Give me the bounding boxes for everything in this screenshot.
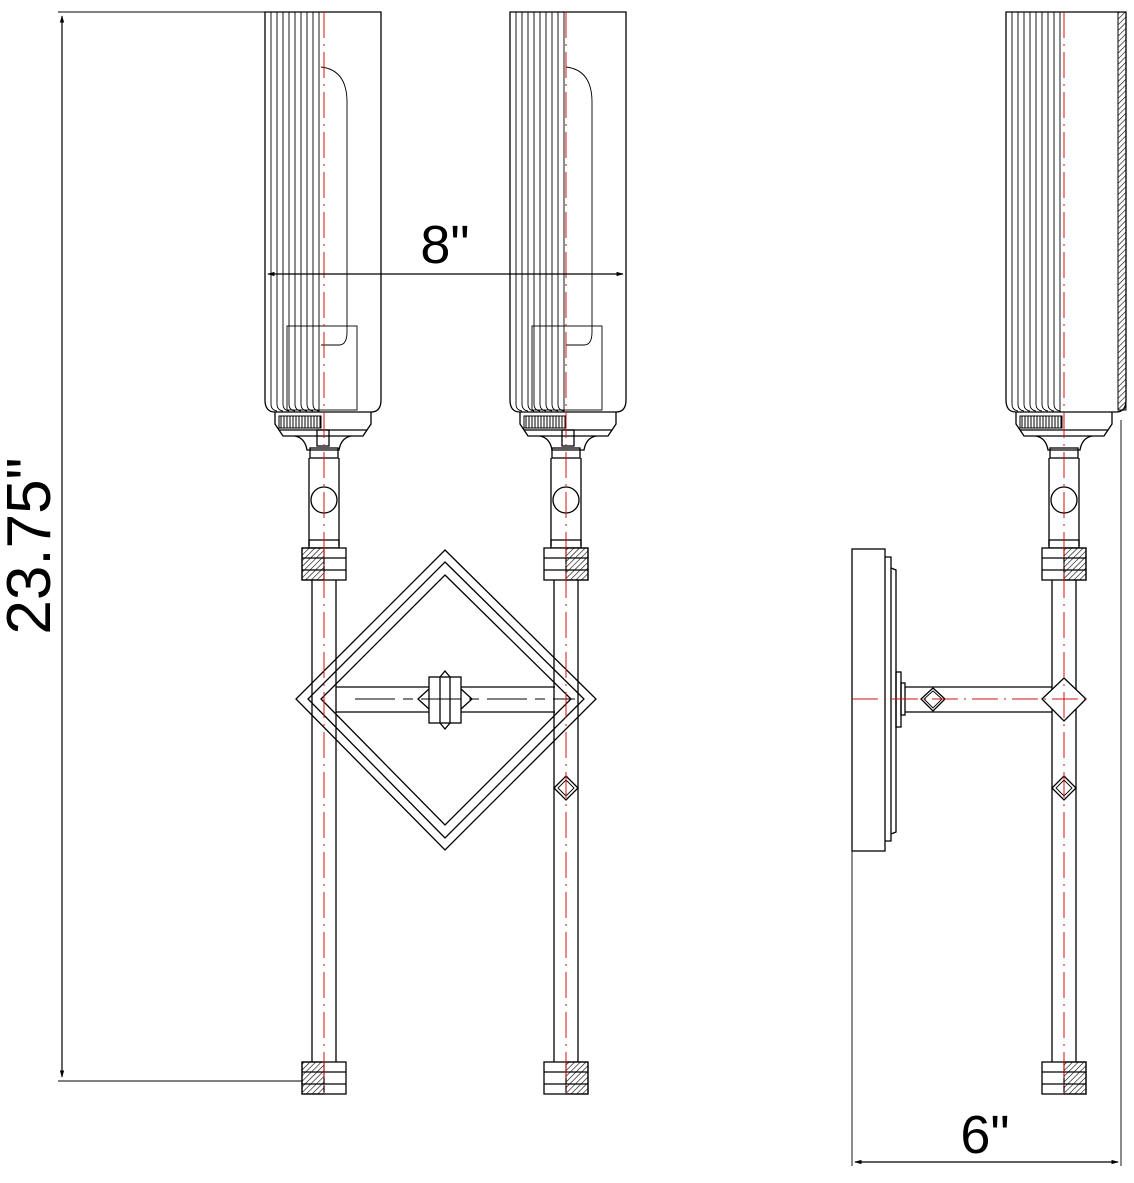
- diamond-backplate: [295, 549, 597, 851]
- crossbar: [336, 669, 575, 731]
- wall-backplate: [851, 548, 906, 852]
- side-shade: [1005, 11, 1127, 451]
- right-shade: [509, 11, 627, 451]
- height-dimension-label: 23.75": [0, 457, 64, 635]
- width-dimension-label: 8": [420, 215, 470, 275]
- left-shade: [264, 11, 382, 451]
- side-arm: [905, 677, 1087, 801]
- dimension-height: [58, 11, 302, 1082]
- extension-dimension-label: 6": [960, 1105, 1010, 1165]
- front-view: [264, 11, 627, 1095]
- right-stem: [543, 447, 589, 1095]
- side-view: [851, 11, 1127, 1095]
- dimension-extension: [851, 420, 1122, 1166]
